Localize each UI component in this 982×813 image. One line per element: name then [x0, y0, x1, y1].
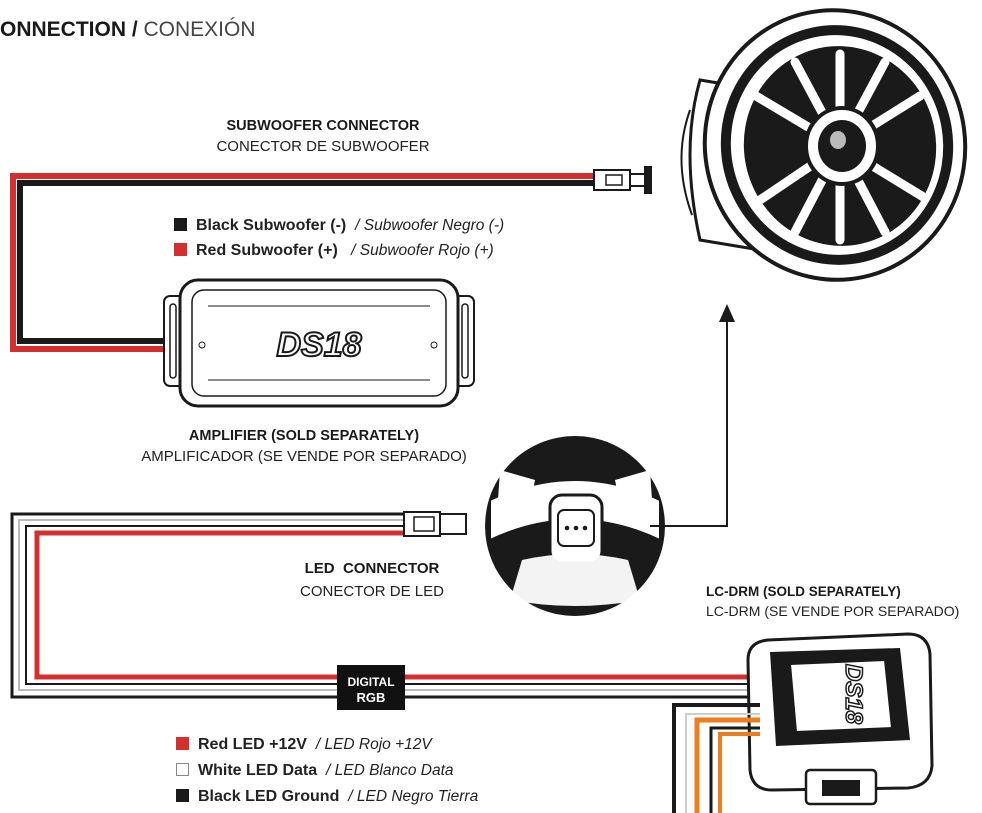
legend-label: Red Subwoofer (+) [196, 242, 338, 259]
sub-wire-black [17, 180, 596, 344]
legend-translation: / LED Negro Tierra [348, 788, 479, 805]
led-legend-item: Black LED Ground / LED Negro Tierra [176, 788, 478, 806]
pointer-arrow [650, 304, 735, 527]
legend-swatch-red [174, 243, 187, 256]
title-light: CONEXIÓN [137, 18, 256, 41]
led-connector-subtitle: CONECTOR DE LED [300, 583, 444, 600]
led-connector-plug [403, 511, 467, 537]
amplifier-subtitle: AMPLIFICADOR (SE VENDE POR SEPARADO) [141, 448, 467, 465]
amplifier-unit [163, 278, 475, 408]
led-legend-item: White LED Data / LED Blanco Data [176, 762, 454, 780]
lcdrm-output-wires [672, 703, 760, 813]
title-bold: ONNECTION / [0, 18, 138, 41]
lcdrm-logo: DS18 [840, 664, 867, 725]
subwoofer-connector-label: SUBWOOFER CONNECTOR CONECTOR DE SUBWOOFE… [198, 118, 448, 155]
amplifier-logo: DS18 [276, 326, 361, 364]
sub-legend-item: Black Subwoofer (-) / Subwoofer Negro (-… [174, 217, 504, 235]
lcdrm-label: LC-DRM (SOLD SEPARATELY) LC-DRM (SE VEND… [706, 584, 959, 619]
legend-translation: / Subwoofer Rojo (+) [351, 242, 494, 259]
legend-translation: / LED Blanco Data [326, 762, 454, 779]
badge-line2: RGB [357, 690, 386, 705]
subwoofer-connector-title: SUBWOOFER CONNECTOR [226, 118, 420, 134]
legend-swatch-black [176, 789, 189, 802]
subwoofer-connector-plug [593, 166, 652, 194]
led-legend-item: Red LED +12V / LED Rojo +12V [176, 736, 432, 754]
lcdrm-title: LC-DRM (SOLD SEPARATELY) [706, 584, 901, 599]
magnified-connector-circle [485, 436, 665, 616]
legend-swatch-black [174, 218, 187, 231]
lcdrm-unit [746, 632, 934, 806]
digital-rgb-badge: DIGITAL RGB [337, 665, 405, 710]
legend-translation: / Subwoofer Negro (-) [355, 217, 505, 234]
led-connector-title: LED CONNECTOR [304, 560, 440, 577]
legend-swatch-white [176, 763, 189, 776]
led-connector-label: LED CONNECTOR CONECTOR DE LED [272, 560, 472, 600]
legend-swatch-red [176, 737, 189, 750]
amplifier-title: AMPLIFIER (SOLD SEPARATELY) [188, 428, 420, 444]
legend-translation: / LED Rojo +12V [315, 736, 432, 753]
legend-label: Red LED +12V [198, 736, 307, 753]
legend-label: White LED Data [198, 762, 318, 779]
subwoofer-connector-subtitle: CONECTOR DE SUBWOOFER [216, 138, 430, 155]
amplifier-label: AMPLIFIER (SOLD SEPARATELY) AMPLIFICADOR… [134, 428, 474, 465]
lcdrm-subtitle: LC-DRM (SE VENDE POR SEPARADO) [706, 603, 960, 619]
sub-wire-red [10, 173, 596, 352]
legend-label: Black LED Ground [198, 788, 340, 805]
sub-legend-item: Red Subwoofer (+) / Subwoofer Rojo (+) [174, 242, 494, 260]
page-title: ONNECTION / CONEXIÓN [0, 18, 256, 42]
badge-line1: DIGITAL [347, 675, 394, 689]
subwoofer-wires [10, 173, 596, 352]
legend-label: Black Subwoofer (-) [196, 217, 347, 234]
speaker-illustration [680, 8, 968, 282]
